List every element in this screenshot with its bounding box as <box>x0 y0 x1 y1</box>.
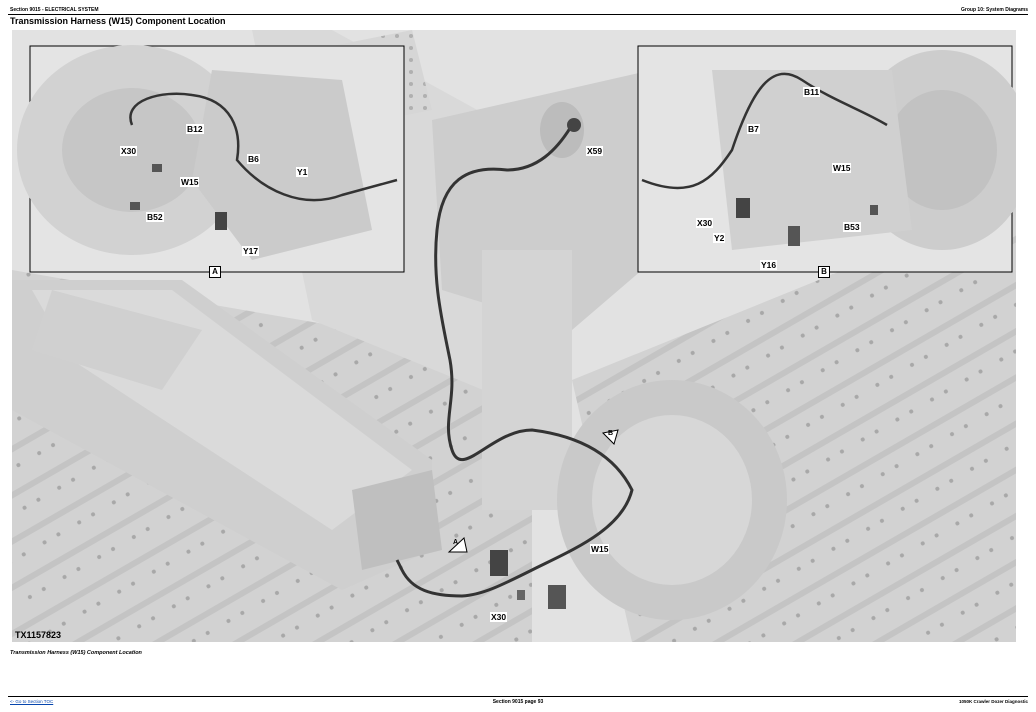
label-y17: Y17 <box>242 246 260 256</box>
label-x30-a: X30 <box>120 146 138 156</box>
label-b52: B52 <box>146 212 164 222</box>
header-rule <box>8 14 1028 15</box>
label-w15-b: W15 <box>832 163 852 173</box>
label-y16: Y16 <box>760 260 778 270</box>
detail-b-tag: B <box>818 266 830 278</box>
label-y2: Y2 <box>713 233 726 243</box>
section-toc-link[interactable]: <- Go to Section TOC <box>10 699 54 704</box>
label-w15-a: W15 <box>180 177 200 187</box>
callout-b: B <box>608 430 614 437</box>
label-b53: B53 <box>843 222 861 232</box>
label-b12: B12 <box>186 124 204 134</box>
callout-a: A <box>453 539 459 546</box>
figure-id: TX1157823 <box>15 630 62 640</box>
figure-caption: Transmission Harness (W15) Component Loc… <box>10 650 142 656</box>
label-w15-main: W15 <box>590 544 610 554</box>
harness-illustration <box>12 30 1016 642</box>
manual-title: 1050K Crawler Dozer Diagnostic <box>958 699 1028 704</box>
label-x30-main: X30 <box>490 612 508 622</box>
label-b6: B6 <box>247 154 260 164</box>
detail-a-tag: A <box>209 266 221 278</box>
label-b11: B11 <box>803 87 821 97</box>
page-number: Section 9015 page 93 <box>492 699 544 705</box>
group-header: Group 10: System Diagrams <box>961 7 1028 13</box>
footer-rule <box>8 696 1028 697</box>
label-x30-b: X30 <box>696 218 714 228</box>
label-b7: B7 <box>747 124 760 134</box>
section-header: Section 9015 - ELECTRICAL SYSTEM <box>10 7 99 13</box>
label-y1: Y1 <box>296 167 309 177</box>
label-x59: X59 <box>586 146 604 156</box>
page-title: Transmission Harness (W15) Component Loc… <box>10 16 226 26</box>
